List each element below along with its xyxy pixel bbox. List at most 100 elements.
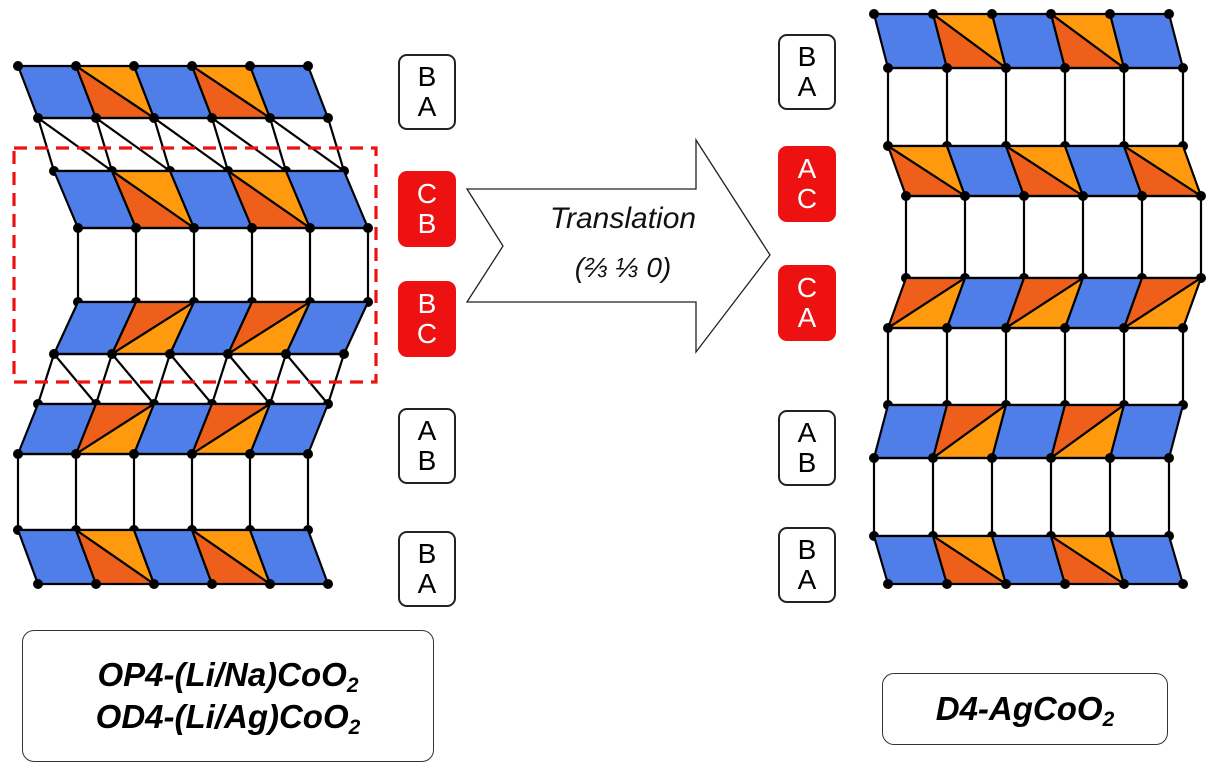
atom — [207, 113, 217, 123]
octahedron — [1108, 403, 1185, 460]
atom — [1046, 9, 1056, 19]
bond-line — [268, 353, 288, 405]
atom — [901, 191, 911, 201]
formula-subscript: 2 — [1102, 708, 1115, 731]
atom — [1196, 191, 1206, 201]
bond-line — [152, 117, 172, 172]
bond-line — [210, 117, 230, 172]
left-compound-label: OP4-(Li/Na)CoO2 OD4-(Li/Ag)CoO2 — [22, 630, 434, 762]
stacking-letter: A — [797, 417, 817, 448]
tetrahedron — [1049, 534, 1126, 586]
stacking-letter: B — [417, 61, 437, 92]
atom — [245, 449, 255, 459]
atom — [71, 61, 81, 71]
atom — [107, 349, 117, 359]
atom — [942, 63, 952, 73]
atom — [33, 579, 43, 589]
stacking-letter: B — [797, 534, 817, 565]
atom — [928, 453, 938, 463]
atom — [1060, 63, 1070, 73]
atom — [883, 323, 893, 333]
atom — [1164, 9, 1174, 19]
atom — [247, 223, 257, 233]
atom — [165, 349, 175, 359]
stacking-letter: A — [417, 568, 437, 599]
atom — [1137, 191, 1147, 201]
stacking-letter: C — [796, 183, 818, 214]
atom — [987, 453, 997, 463]
formula-text: OP4-(Li/Na)CoO — [97, 656, 347, 693]
translation-arrow — [465, 137, 771, 354]
bond-line — [95, 117, 171, 172]
translation-vector: (⅔ ⅓ 0) — [574, 252, 672, 283]
compound-name-d4: D4-AgCoO2 — [936, 688, 1115, 730]
atom — [207, 579, 217, 589]
formula-text: OD4-(Li/Ag)CoO — [95, 698, 349, 735]
atom — [245, 61, 255, 71]
stacking-letter: A — [417, 415, 437, 446]
atom — [71, 449, 81, 459]
bond-line — [210, 353, 230, 405]
atom — [265, 579, 275, 589]
atom — [281, 349, 291, 359]
atom — [129, 61, 139, 71]
atom — [129, 449, 139, 459]
tetrahedron — [931, 534, 1008, 586]
stacking-letter: C — [416, 178, 438, 209]
stacking-letter: B — [417, 208, 437, 239]
bond-line — [169, 353, 213, 405]
atom — [49, 349, 59, 359]
right-stacking-box-4: A B — [778, 410, 836, 486]
tetrahedron — [74, 528, 156, 586]
atom — [1001, 579, 1011, 589]
atom — [305, 223, 315, 233]
bond-line — [36, 117, 56, 172]
right-stacking-box-1: B A — [778, 34, 836, 110]
stacking-letter: B — [417, 288, 437, 319]
bond-line — [94, 353, 114, 405]
bond-line — [227, 353, 271, 405]
atom — [223, 349, 233, 359]
atom — [73, 223, 83, 233]
atom — [303, 61, 313, 71]
formula-text: D4-AgCoO — [935, 690, 1103, 727]
atom — [13, 61, 23, 71]
stacking-letter: A — [797, 71, 817, 102]
atom — [928, 9, 938, 19]
bond-line — [211, 117, 287, 172]
atom — [1178, 579, 1188, 589]
atom — [187, 61, 197, 71]
formula-subscript: 2 — [346, 674, 359, 697]
atom — [149, 113, 159, 123]
atom — [363, 223, 373, 233]
octahedron — [1108, 534, 1185, 586]
stacking-letter: C — [796, 272, 818, 303]
bond-line — [152, 353, 172, 405]
left-stacking-box-4: A B — [398, 408, 456, 484]
left-crystal-structure — [13, 61, 373, 589]
atom — [1178, 63, 1188, 73]
atom — [1001, 63, 1011, 73]
atom — [189, 223, 199, 233]
right-stacking-box-3: C A — [778, 265, 836, 341]
atom — [91, 579, 101, 589]
compound-name-op4: OP4-(Li/Na)CoO2 — [97, 654, 358, 696]
stacking-letter: B — [797, 447, 817, 478]
atom — [1105, 453, 1115, 463]
atom — [869, 453, 879, 463]
unit-cell-dashed-box — [12, 146, 378, 384]
atom — [942, 579, 952, 589]
atom — [1078, 191, 1088, 201]
atom — [1119, 579, 1129, 589]
bond-line — [36, 353, 56, 405]
stacking-letter: A — [797, 302, 817, 333]
atom — [91, 113, 101, 123]
atom — [960, 191, 970, 201]
translation-label: Translation — [549, 202, 697, 235]
compound-name-od4: OD4-(Li/Ag)CoO2 — [96, 696, 361, 738]
atom — [1178, 323, 1188, 333]
tetrahedron — [190, 528, 272, 586]
atom — [883, 579, 893, 589]
stacking-letter: B — [417, 445, 437, 476]
